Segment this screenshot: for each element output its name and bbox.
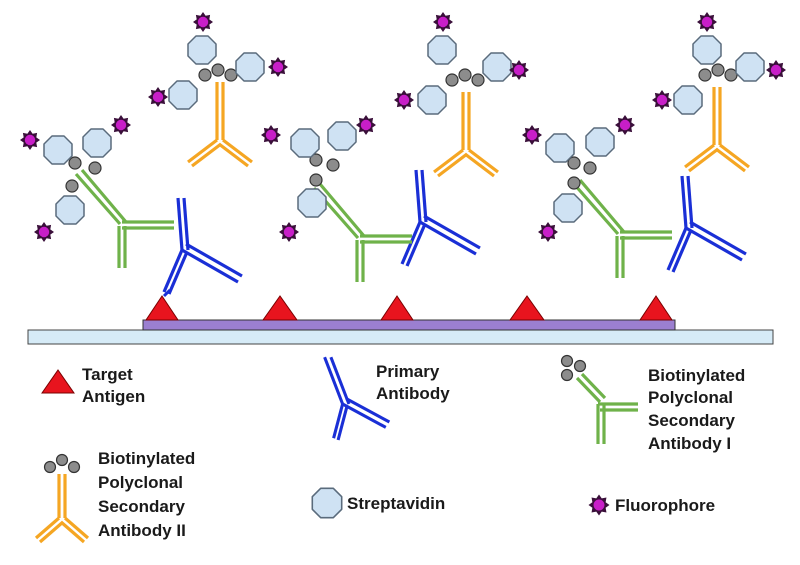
primary-antibody-1 [162,196,244,296]
substrate-plate [27,329,774,345]
legend-streptavidin-label: Streptavidin [347,494,445,513]
legend-target-antigen-label-1: Target [82,365,133,384]
secondary-antibody-1-green [74,168,176,270]
legend-fluorophore-label: Fluorophore [615,496,715,515]
legend-secondary-2-label-2: Polyclonal [98,473,183,492]
legend-secondary-1-label-2: Polyclonal [648,388,733,407]
coating-layer [142,319,676,331]
antigen-4 [509,295,545,321]
secondary-antibody-1-green-3 [572,178,674,280]
legend-secondary-1-label-3: Secondary [648,411,735,430]
legend-secondary-1-icon [560,354,638,444]
complex-3 [522,12,786,280]
antigen-1 [145,295,179,321]
legend-fluorophore-icon [588,494,610,516]
legend-primary-antibody-label-1: Primary [376,362,440,381]
legend-target-antigen-label-2: Antigen [82,387,145,406]
antigen-5 [639,295,673,321]
legend-primary-antibody-icon [323,356,391,441]
legend-streptavidin-icon [311,487,343,519]
complex-2 [261,12,529,284]
legend-secondary-2-label-4: Antibody II [98,521,186,540]
primary-antibody-3 [666,174,748,274]
legend-secondary-2-label-1: Biotinylated [98,449,195,468]
complex-1 [20,12,288,298]
secondary-antibody-1-green-2 [312,182,414,284]
legend-antigen-icon [41,369,75,394]
antigen-2 [262,295,298,321]
legend-secondary-2-icon [34,453,90,544]
primary-antibody-2 [400,168,482,268]
legend-secondary-1-label-4: Antibody I [648,434,731,453]
legend-secondary-2-label-3: Secondary [98,497,185,516]
antigen-3 [380,295,414,321]
legend-secondary-1-label-1: Biotinylated [648,366,745,385]
antigen-row [145,295,673,321]
legend-primary-antibody-label-2: Antibody [376,384,450,403]
